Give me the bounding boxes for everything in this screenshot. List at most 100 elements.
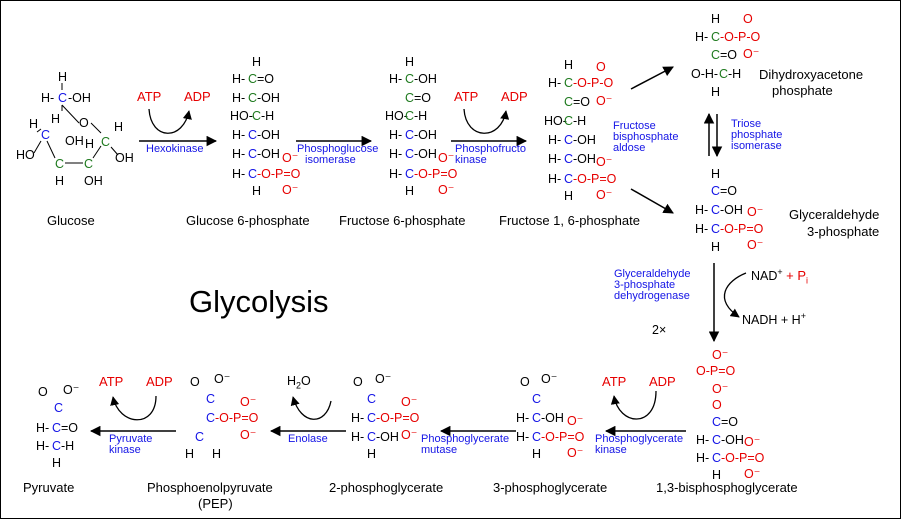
- svg-text:H-: H-: [696, 433, 709, 447]
- svg-text:O⁻: O⁻: [214, 372, 230, 386]
- svg-text:-O-P-O: -O-P-O: [573, 76, 614, 90]
- cofactor-adp-3: ADP: [649, 374, 676, 389]
- svg-text:C: C: [532, 392, 541, 406]
- svg-text:-OH: -OH: [257, 147, 280, 161]
- svg-text:H-: H-: [36, 421, 49, 435]
- svg-text:-OH: -OH: [573, 133, 596, 147]
- svg-text:H: H: [252, 55, 261, 69]
- multiplier: 2×: [652, 323, 667, 337]
- svg-text:-OH: -OH: [720, 203, 743, 217]
- svg-text:C: C: [719, 67, 728, 81]
- svg-text:O⁻: O⁻: [712, 382, 728, 396]
- svg-text:H-: H-: [351, 411, 364, 425]
- svg-text:H-: H-: [548, 172, 561, 186]
- svg-text:C: C: [532, 411, 541, 425]
- svg-text:O-P=O: O-P=O: [696, 364, 736, 378]
- svg-text:O⁻: O⁻: [240, 428, 256, 442]
- label-pyruvate: Pyruvate: [23, 480, 75, 495]
- arrow-aldolase-up: [630, 66, 674, 90]
- svg-text:H: H: [405, 55, 414, 69]
- svg-text:H-: H-: [695, 222, 708, 236]
- svg-text:H: H: [405, 184, 414, 198]
- svg-text:O⁻: O⁻: [744, 467, 760, 481]
- arrow-nad-curve: [723, 272, 747, 318]
- svg-text:H-: H-: [695, 30, 708, 44]
- curve-atp-adp-1: [148, 108, 192, 134]
- curve-atp-adp-2: [463, 108, 510, 134]
- pg2-structure: O O⁻ C H-C-O-P=O H-C-OH H O⁻ O⁻: [351, 372, 420, 461]
- enzyme-line: Fructose: [613, 120, 656, 132]
- svg-text:=O: =O: [414, 91, 431, 105]
- svg-text:H-: H-: [516, 411, 529, 425]
- svg-text:C: C: [405, 167, 414, 181]
- svg-text:C: C: [711, 203, 720, 217]
- svg-text:C: C: [54, 401, 63, 415]
- svg-text:O⁻: O⁻: [596, 94, 612, 108]
- svg-text:-OH: -OH: [414, 128, 437, 142]
- svg-text:H: H: [252, 184, 261, 198]
- nadh-sup: +: [800, 311, 806, 321]
- svg-text:H-: H-: [232, 147, 245, 161]
- svg-text:C: C: [84, 157, 93, 171]
- svg-text:C: C: [564, 172, 573, 186]
- label-pg3: 3-phosphoglycerate: [493, 480, 608, 495]
- svg-text:C: C: [532, 430, 541, 444]
- svg-text:H: H: [564, 189, 573, 203]
- enzyme-line: kinase: [455, 154, 487, 166]
- cofactor-atp-3: ATP: [602, 374, 627, 389]
- enzyme-gapdh: Glyceraldehyde 3-phosphate dehydrogenase: [614, 269, 690, 302]
- svg-text:C: C: [52, 421, 61, 435]
- svg-text:-OH: -OH: [257, 128, 280, 142]
- svg-text:O: O: [596, 60, 606, 74]
- svg-text:C: C: [52, 439, 61, 453]
- pep-structure: O O⁻ C C-O-P=O C H H O⁻ O⁻: [185, 372, 259, 461]
- svg-text:-OH: -OH: [573, 152, 596, 166]
- svg-text:C: C: [367, 411, 376, 425]
- svg-text:C: C: [564, 95, 573, 109]
- svg-text:H: H: [367, 447, 376, 461]
- svg-text:-O-P=O: -O-P=O: [541, 430, 585, 444]
- svg-text:H-: H-: [389, 128, 402, 142]
- svg-text:O⁻: O⁻: [282, 183, 298, 197]
- enzyme-pgi: Phosphoglucose isomerase: [297, 144, 378, 166]
- label-f6p: Fructose 6-phosphate: [339, 213, 466, 228]
- enzyme-hexokinase: Hexokinase: [146, 144, 203, 155]
- svg-text:H: H: [85, 137, 94, 151]
- diagram-title: Glycolysis: [189, 284, 329, 319]
- svg-text:C: C: [711, 222, 720, 236]
- svg-text:H: H: [29, 117, 38, 131]
- svg-text:C: C: [248, 91, 257, 105]
- enzyme-line: Enolase: [288, 433, 328, 445]
- svg-text:-OH: -OH: [414, 72, 437, 86]
- svg-text:O⁻: O⁻: [401, 395, 417, 409]
- enzyme-aldolase: Fructose bisphosphate aldose: [613, 121, 678, 154]
- svg-text:=O: =O: [720, 184, 737, 198]
- svg-text:H-: H-: [389, 167, 402, 181]
- svg-text:C: C: [564, 152, 573, 166]
- h2o-sub: 2: [296, 380, 302, 391]
- svg-text:O⁻: O⁻: [541, 372, 557, 386]
- bpg13-structure: O⁻ O-P=O O⁻ O C=O H-C-OH H-C-O-P=O H O⁻ …: [696, 348, 765, 482]
- svg-text:-O-P=O: -O-P=O: [215, 411, 259, 425]
- svg-text:O: O: [353, 375, 363, 389]
- svg-text:-O-P=O: -O-P=O: [376, 411, 420, 425]
- svg-text:-O-P-O: -O-P-O: [720, 30, 761, 44]
- svg-text:H: H: [564, 58, 573, 72]
- enzyme-line: dehydrogenase: [614, 290, 690, 302]
- svg-text:C: C: [405, 91, 414, 105]
- svg-text:-O-P=O: -O-P=O: [257, 167, 301, 181]
- enzyme-pgk: Phosphoglycerate kinase: [595, 434, 683, 456]
- svg-text:C: C: [206, 411, 215, 425]
- svg-text:O: O: [712, 398, 722, 412]
- svg-text:H: H: [711, 85, 720, 99]
- cofactor-atp-4: ATP: [99, 374, 124, 389]
- label-g3p-1: Glyceraldehyde: [789, 207, 880, 222]
- enzyme-line: aldose: [613, 142, 646, 154]
- enzyme-line: kinase: [595, 444, 627, 456]
- svg-text:O: O: [190, 375, 200, 389]
- cofactor-adp-2: ADP: [501, 89, 528, 104]
- enzyme-enolase: Enolase: [288, 434, 328, 445]
- svg-text:-H: -H: [261, 109, 274, 123]
- curve-adp-atp-pgk: [610, 390, 657, 420]
- svg-text:O-H-: O-H-: [691, 67, 718, 81]
